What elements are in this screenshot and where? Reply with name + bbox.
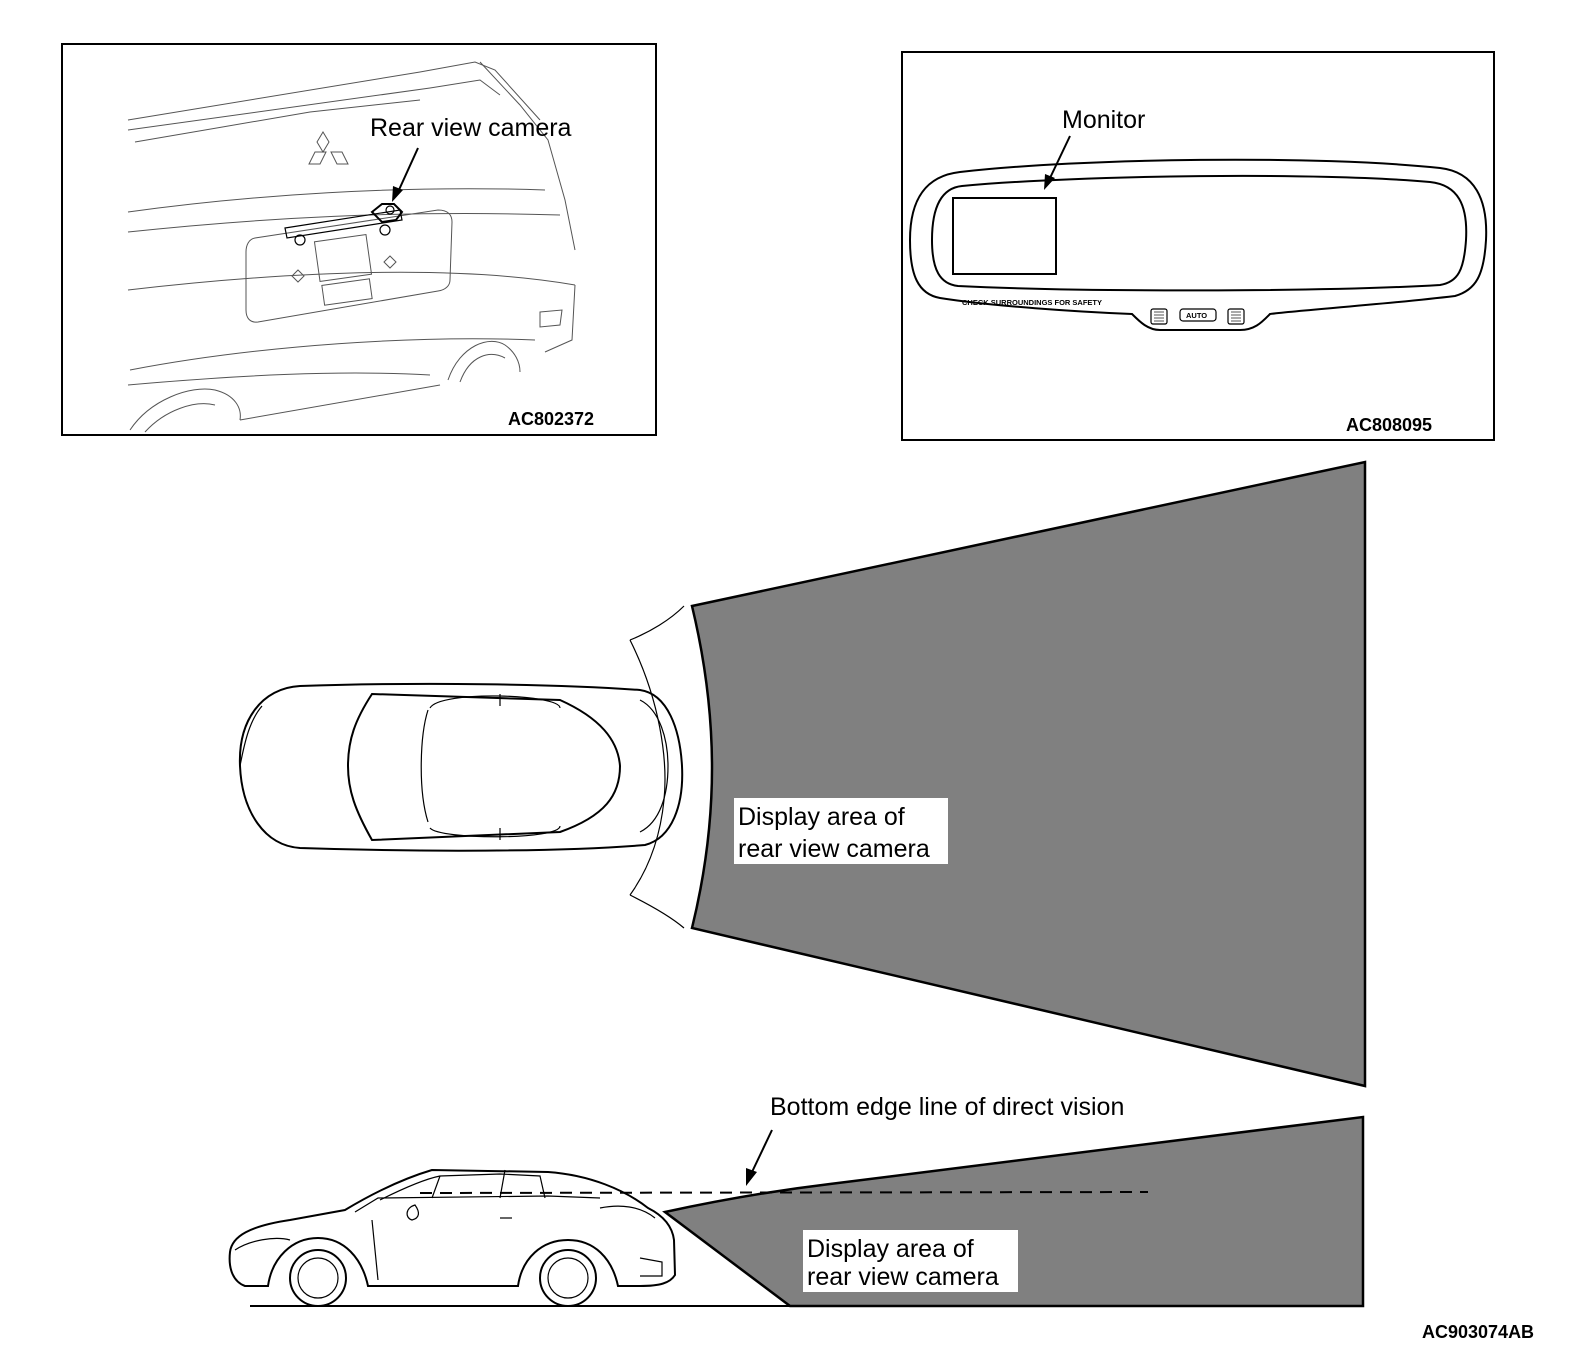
mirror-auto-button [1179, 308, 1217, 322]
top-fan-arc-upper [629, 605, 685, 641]
rear-vehicle-panel: Rear view camera AC802372 [61, 43, 657, 436]
monitor-label: Monitor [1062, 106, 1145, 134]
top-area-label-line2: rear view camera [738, 835, 930, 863]
figure-code: AC903074AB [1422, 1322, 1534, 1342]
side-label-box [803, 1230, 1018, 1292]
front-wheel [289, 1249, 347, 1307]
top-display-area [690, 460, 1367, 1088]
mirror-panel-code: AC808095 [1346, 415, 1432, 435]
mirror-safety-text: CHECK SURROUNDINGS FOR SAFETY [962, 298, 1102, 307]
rear-panel-frame [61, 43, 657, 436]
monitor-leader-line [1049, 135, 1071, 179]
rearview-mirror: AUTO CHECK SURROUNDINGS FOR SAFETY [908, 158, 1488, 331]
top-fan-arc-inner [629, 639, 666, 896]
rear-panel-code: AC802372 [508, 409, 594, 429]
top-area-label-line1: Display area of [738, 803, 905, 831]
mirror-left-button [1150, 308, 1168, 325]
rear-view-camera-label: Rear view camera [370, 114, 572, 142]
top-label-box [734, 798, 948, 864]
rear-camera-leader-line [397, 147, 419, 193]
monitor-screen [952, 197, 1057, 275]
vision-line-label: Bottom edge line of direct vision [770, 1093, 1124, 1121]
side-view-car [228, 1168, 677, 1307]
top-view: Display area of rear view camera [238, 460, 1367, 1088]
monitor-arrowhead [1044, 174, 1055, 190]
rear-wheel [539, 1249, 597, 1307]
top-view-car [238, 682, 684, 852]
side-area-label-line1: Display area of [807, 1235, 974, 1263]
vision-arrowhead [746, 1168, 757, 1186]
brand-logo [308, 131, 349, 165]
side-area-label-line2: rear view camera [807, 1263, 999, 1291]
vision-leader-line [751, 1129, 773, 1173]
mirror-panel: AUTO CHECK SURROUNDINGS FOR SAFETY Monit… [901, 51, 1495, 441]
direct-vision-line [419, 1191, 1149, 1194]
top-fan-arc-lower [629, 894, 685, 929]
side-view: Bottom edge line of direct vision Displa… [228, 1093, 1365, 1308]
rear-vehicle-drawing [127, 61, 576, 433]
mirror-right-button [1227, 308, 1245, 325]
mirror-auto-label: AUTO [1186, 311, 1207, 320]
rear-camera-arrowhead [392, 186, 403, 202]
